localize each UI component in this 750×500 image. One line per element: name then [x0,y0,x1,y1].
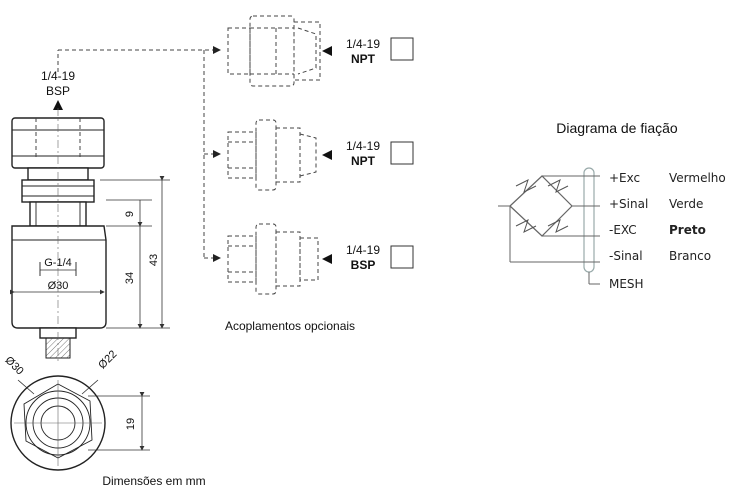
sensor-body [11,225,107,329]
wiring-signal-1: +Exc [609,171,640,185]
coupling-2-arrow [322,150,332,160]
thread-top-line1: 1/4-19 [41,69,75,83]
wiring-color-2: Verde [669,197,703,211]
wiring-color-4: Branco [669,249,711,263]
coupling-connectors [57,46,221,262]
wiring-table: +Exc Vermelho +Sinal Verde -EXC Preto -S… [609,171,726,291]
dimensions-caption: Dimensões em mm [102,474,205,488]
coupling-1-arrow [322,46,332,56]
coupling-1-line2: NPT [351,52,376,66]
coupling-2-checkbox[interactable] [390,141,414,165]
wiring-bridge-circuit [498,167,600,285]
wiring-signal-4: -Sinal [609,249,643,263]
wiring-signal-2: +Sinal [609,197,648,211]
dim-bottom-19: 19 [125,418,137,430]
coupling-npt-2 [227,119,317,191]
height-dimensions: 9 34 43 [100,176,170,329]
coupling-2-line2: NPT [351,154,376,168]
dim-bottom-d22: Ø22 [96,348,119,371]
dim-height-34: 34 [124,272,136,284]
thread-top-arrow [53,100,63,110]
wiring-signal-3: -EXC [609,223,637,237]
coupling-bsp [227,223,319,295]
dim-bottom-d30: Ø30 [3,354,26,377]
coupling-1-checkbox[interactable] [390,37,414,61]
coupling-3-checkbox[interactable] [390,245,414,269]
wiring-signal-5: MESH [609,277,644,291]
coupling-1-line1: 1/4-19 [346,37,380,51]
coupling-npt-1 [227,15,321,87]
coupling-3-line2: BSP [351,258,376,272]
coupling-2-line1: 1/4-19 [346,139,380,153]
wiring-color-1: Vermelho [669,171,726,185]
sensor-side-view: G-1/4 Ø30 [10,108,107,362]
dim-height-43: 43 [148,254,160,266]
optional-couplings-caption: Acoplamentos opcionais [225,319,355,333]
dim-height-9: 9 [124,211,136,217]
wiring-color-3: Preto [669,223,706,237]
sensor-bottom-view: Ø30 Ø22 19 [3,348,150,471]
coupling-3-line1: 1/4-19 [346,243,380,257]
wiring-title: Diagrama de fiação [556,120,678,136]
thread-top-line2: BSP [46,84,70,98]
coupling-3-arrow [322,254,332,264]
